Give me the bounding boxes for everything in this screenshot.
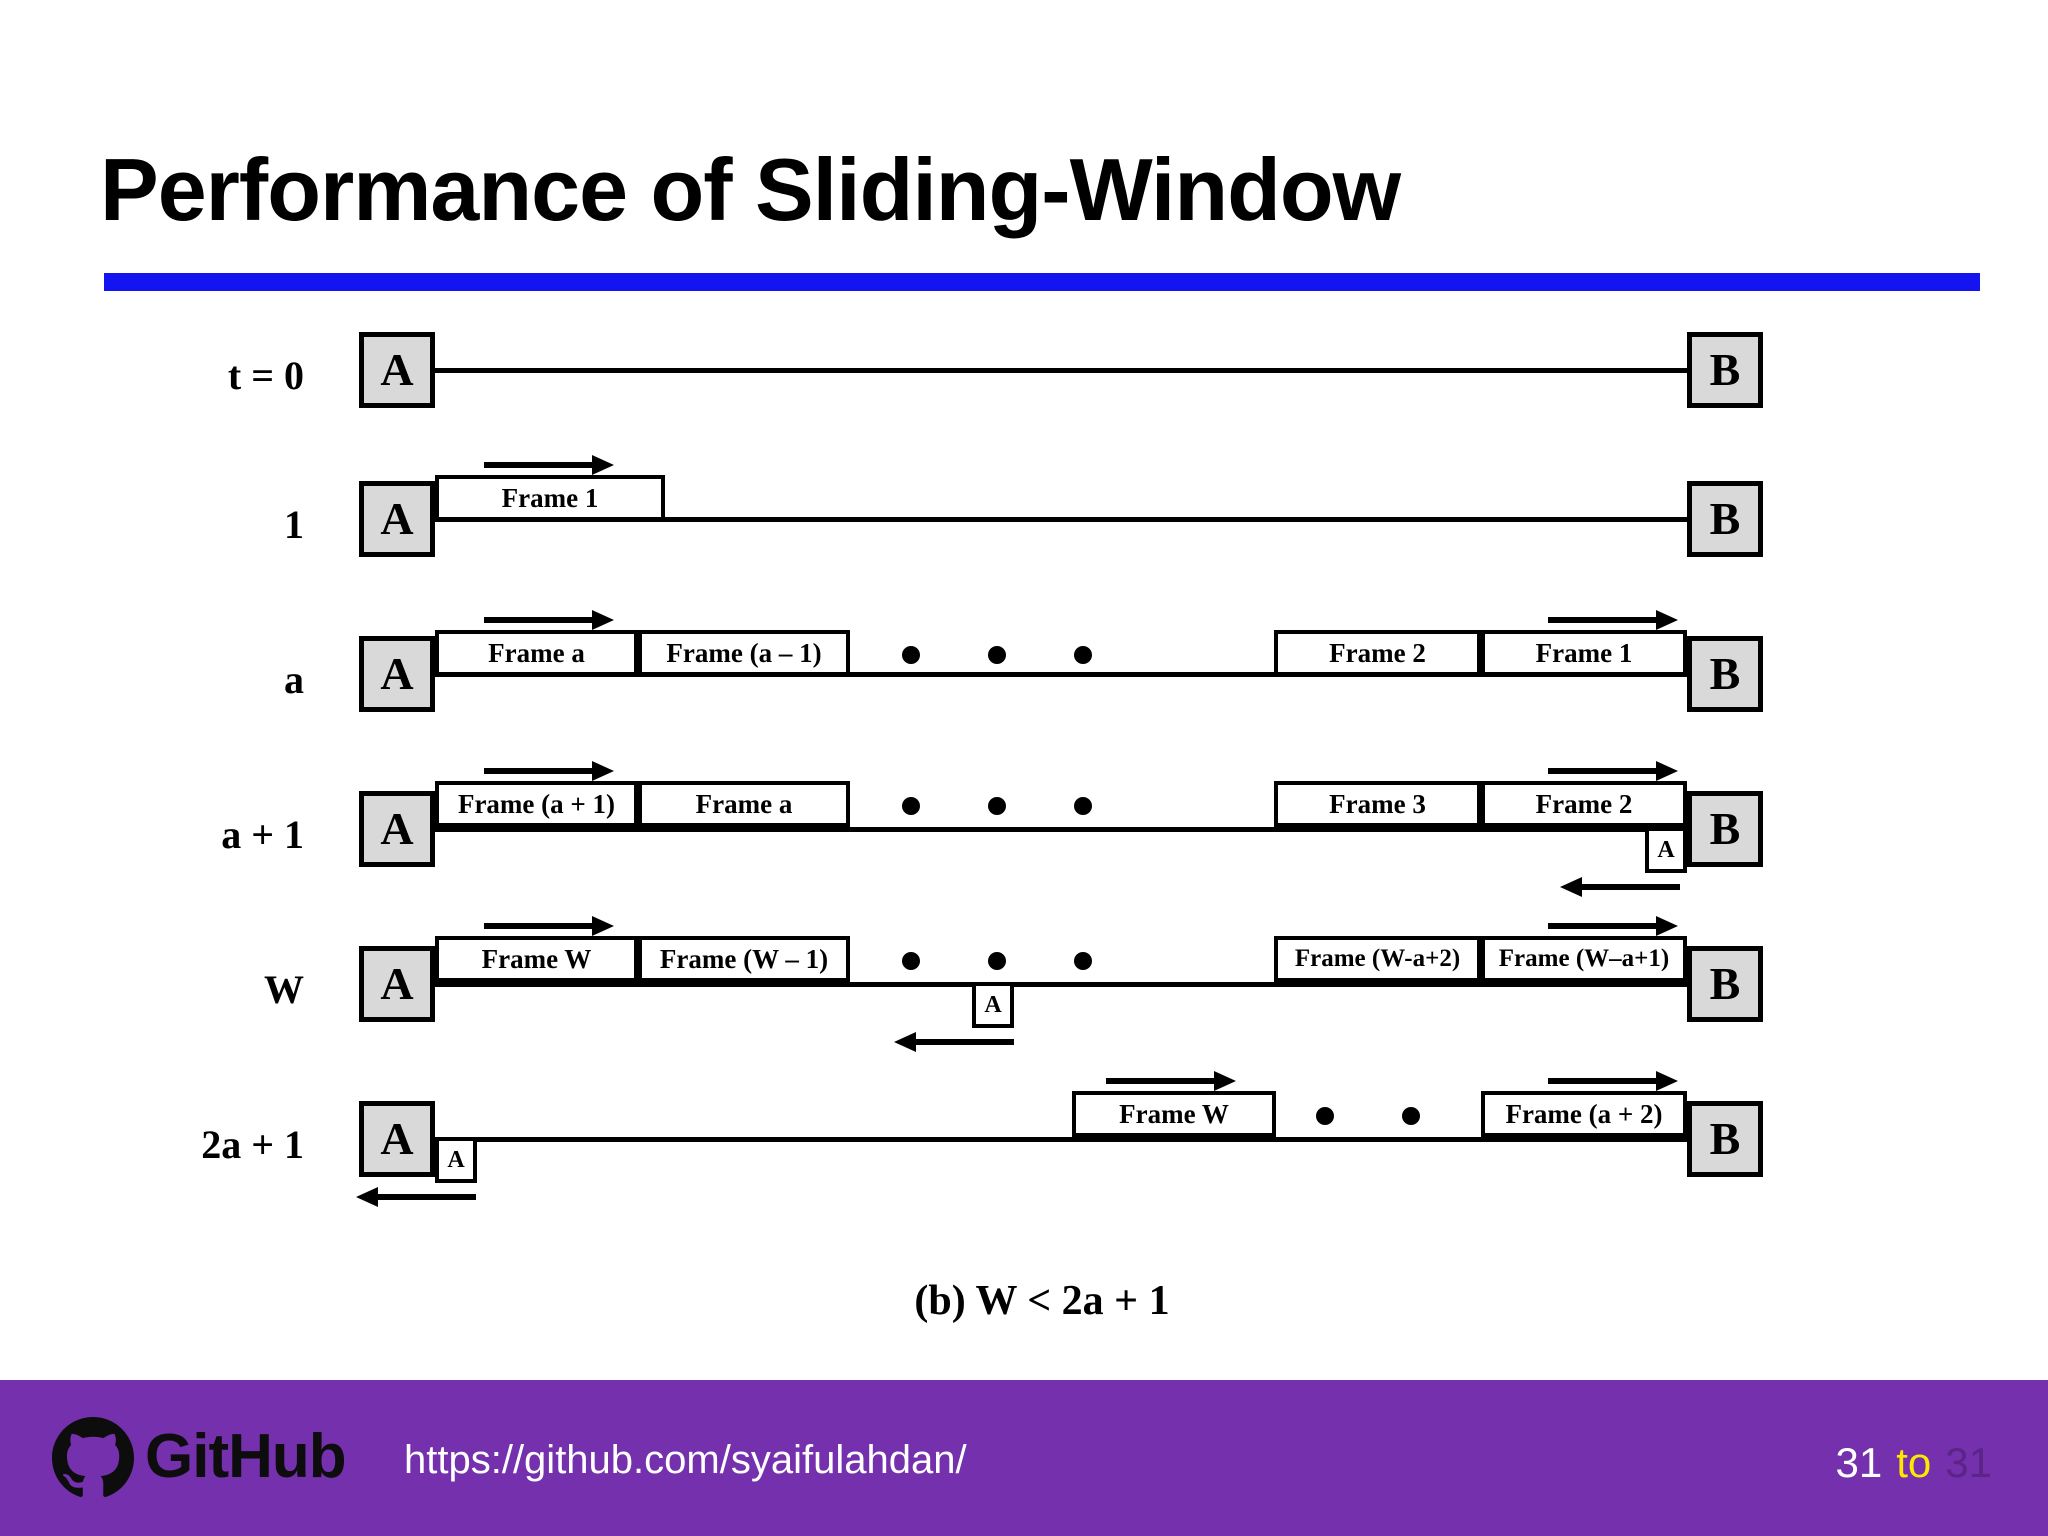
receiver-node-b: B bbox=[1687, 481, 1763, 557]
frame-box: Frame 1 bbox=[1481, 630, 1687, 676]
ack-direction-arrow bbox=[1560, 877, 1680, 897]
github-wordmark: GitHub bbox=[145, 1422, 347, 1491]
sender-node-a: A bbox=[359, 791, 435, 867]
sender-node-a: A bbox=[359, 946, 435, 1022]
ack-direction-arrow bbox=[356, 1187, 476, 1207]
slide-page-indicator: 31 to 31 bbox=[1836, 1438, 1992, 1488]
receiver-node-b: B bbox=[1687, 636, 1763, 712]
forward-direction-arrow bbox=[484, 761, 614, 781]
receiver-node-b: B bbox=[1687, 946, 1763, 1022]
page-current: 31 bbox=[1835, 1439, 1883, 1486]
forward-direction-arrow bbox=[1548, 761, 1678, 781]
figure-caption: (b) W < 2a + 1 bbox=[914, 1278, 1170, 1324]
ack-box: A bbox=[1645, 827, 1687, 873]
frame-box: Frame 3 bbox=[1274, 781, 1481, 827]
forward-direction-arrow bbox=[1548, 610, 1678, 630]
frame-box: Frame 1 bbox=[435, 475, 665, 521]
timeline-row: a + 1 A Frame (a + 1) Frame a Frame 3 Fr… bbox=[104, 761, 1980, 907]
propagation-link bbox=[435, 1137, 1687, 1142]
page-total: 31 bbox=[1945, 1439, 1992, 1486]
timeline-row: t = 0 A B bbox=[104, 312, 1980, 422]
ack-box: A bbox=[972, 982, 1014, 1028]
frame-box: Frame (a + 1) bbox=[435, 781, 638, 827]
row-time-label: a + 1 bbox=[221, 812, 304, 857]
page-separator: to bbox=[1896, 1439, 1932, 1486]
frame-box: Frame (a + 2) bbox=[1481, 1091, 1687, 1137]
frame-box: Frame (a – 1) bbox=[638, 630, 850, 676]
row-time-label: 2a + 1 bbox=[201, 1122, 304, 1167]
sliding-window-diagram: t = 0 A B 1 A Frame 1 B a A Frame a Fram bbox=[104, 312, 1980, 1380]
footer-bar bbox=[0, 1380, 2048, 1536]
propagation-link bbox=[435, 982, 1687, 987]
row-time-label: a bbox=[284, 657, 304, 702]
forward-direction-arrow bbox=[1106, 1071, 1236, 1091]
page-title: Performance of Sliding-Window bbox=[100, 140, 1401, 239]
ack-direction-arrow bbox=[894, 1032, 1014, 1052]
forward-direction-arrow bbox=[484, 455, 614, 475]
forward-direction-arrow bbox=[1548, 1071, 1678, 1091]
propagation-link bbox=[435, 672, 1687, 677]
timeline-row: 2a + 1 A A Frame W Frame (a + 2) B bbox=[104, 1071, 1980, 1227]
row-time-label: 1 bbox=[284, 502, 304, 547]
frame-box: Frame (W – 1) bbox=[638, 936, 850, 982]
receiver-node-b: B bbox=[1687, 791, 1763, 867]
frame-box: Frame W bbox=[1072, 1091, 1276, 1137]
frame-box: Frame a bbox=[435, 630, 638, 676]
forward-direction-arrow bbox=[484, 916, 614, 936]
timeline-row: W A Frame W Frame (W – 1) Frame (W-a+2) … bbox=[104, 916, 1980, 1062]
sender-node-a: A bbox=[359, 481, 435, 557]
propagation-link bbox=[435, 368, 1687, 373]
github-url-link[interactable]: https://github.com/syaifulahdan/ bbox=[404, 1438, 967, 1482]
receiver-node-b: B bbox=[1687, 1101, 1763, 1177]
ack-box: A bbox=[435, 1137, 477, 1183]
timeline-row: 1 A Frame 1 B bbox=[104, 455, 1980, 567]
sender-node-a: A bbox=[359, 332, 435, 408]
propagation-link bbox=[435, 827, 1687, 832]
forward-direction-arrow bbox=[484, 610, 614, 630]
frame-box: Frame 2 bbox=[1274, 630, 1481, 676]
sender-node-a: A bbox=[359, 636, 435, 712]
frame-box: Frame (W–a+1) bbox=[1481, 936, 1687, 982]
propagation-link bbox=[435, 517, 1687, 522]
forward-direction-arrow bbox=[1548, 916, 1678, 936]
github-logo-icon bbox=[52, 1417, 134, 1499]
title-underline-rule bbox=[104, 273, 1980, 291]
frame-box: Frame W bbox=[435, 936, 638, 982]
row-time-label: W bbox=[264, 967, 304, 1012]
frame-box: Frame 2 bbox=[1481, 781, 1687, 827]
frame-box: Frame a bbox=[638, 781, 850, 827]
frame-box: Frame (W-a+2) bbox=[1274, 936, 1481, 982]
sender-node-a: A bbox=[359, 1101, 435, 1177]
timeline-row: a A Frame a Frame (a – 1) Frame 2 Frame … bbox=[104, 610, 1980, 722]
receiver-node-b: B bbox=[1687, 332, 1763, 408]
row-time-label: t = 0 bbox=[227, 353, 304, 398]
